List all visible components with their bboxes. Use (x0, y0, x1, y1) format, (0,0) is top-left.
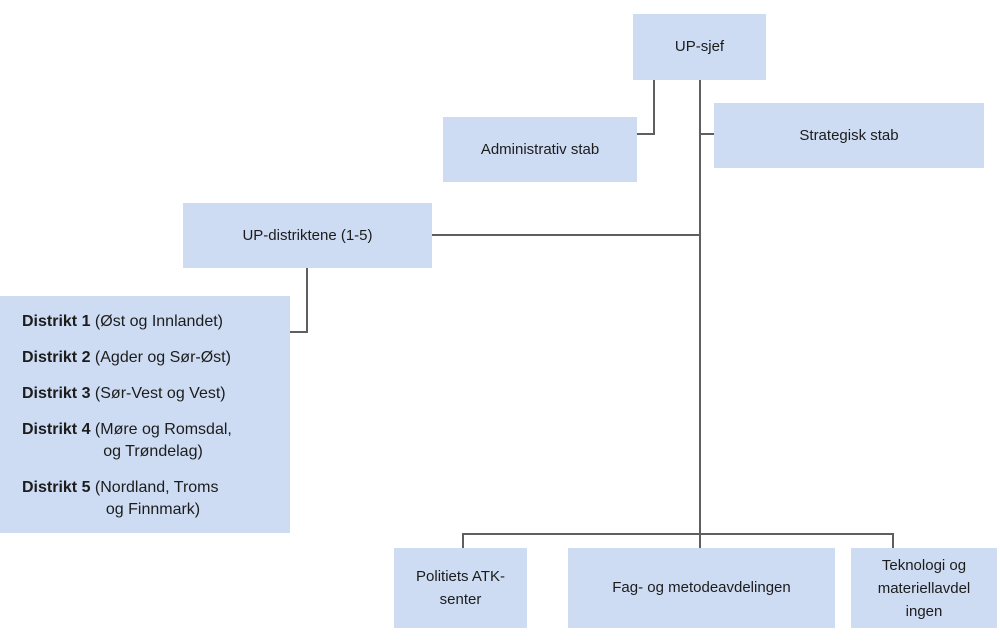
node-teknologi-line3: ingen (905, 602, 943, 620)
district-5-line2: og Finnmark) (105, 501, 201, 518)
node-teknologi-og-materiellavdelingen: Teknologi og materiellavdel ingen (851, 548, 997, 628)
district-1-region: (Øst og Innlandet) (90, 313, 223, 330)
connector-district-list-vertical (306, 268, 308, 333)
node-up-distriktene-label: UP-distriktene (1-5) (242, 226, 373, 244)
district-3-name: Distrikt 3 (22, 385, 91, 402)
node-administrativ-stab: Administrativ stab (443, 117, 637, 182)
connector-main-vertical (699, 80, 701, 548)
connector-distriktene-horizontal (432, 234, 699, 236)
district-5-name: Distrikt 5 (22, 479, 91, 496)
district-entry-1: Distrikt 1 (Øst og Innlandet) (22, 311, 284, 333)
connector-strategisk-horizontal (701, 133, 714, 135)
district-2-name: Distrikt 2 (22, 349, 91, 366)
district-entry-4: Distrikt 4 (Møre og Romsdal, og Trøndela… (22, 419, 284, 463)
district-entry-2: Distrikt 2 (Agder og Sør-Øst) (22, 347, 284, 369)
node-teknologi-line1: Teknologi og (881, 556, 967, 574)
district-entry-5: Distrikt 5 (Nordland, Troms og Finnmark) (22, 477, 284, 521)
node-politiets-atk-senter-line2: senter (439, 591, 482, 608)
node-administrativ-stab-label: Administrativ stab (480, 140, 600, 158)
district-5-line1: Distrikt 5 (Nordland, Troms (22, 477, 284, 499)
connector-district-list-horizontal (290, 331, 306, 333)
connector-upsjef-admin-horizontal (637, 133, 655, 135)
node-politiets-atk-senter-line1: Politiets ATK- (416, 568, 505, 585)
node-fag-og-metodeavdelingen: Fag- og metodeavdelingen (568, 548, 835, 628)
node-up-distriktene: UP-distriktene (1-5) (183, 203, 432, 268)
connector-upsjef-admin-vertical (653, 80, 655, 135)
node-teknologi-line2: materiellavdel (877, 579, 971, 597)
node-strategisk-stab: Strategisk stab (714, 103, 984, 168)
node-up-sjef: UP-sjef (633, 14, 766, 80)
district-list-box: Distrikt 1 (Øst og Innlandet) Distrikt 2… (0, 296, 290, 533)
connector-teknologi-stub (892, 533, 894, 548)
district-4-region: (Møre og Romsdal, (90, 421, 232, 438)
district-2-region: (Agder og Sør-Øst) (90, 349, 231, 366)
node-up-sjef-label: UP-sjef (674, 38, 725, 55)
district-4-line1: Distrikt 4 (Møre og Romsdal, (22, 419, 284, 441)
district-entry-3: Distrikt 3 (Sør-Vest og Vest) (22, 383, 284, 405)
node-strategisk-stab-label: Strategisk stab (799, 126, 899, 144)
district-5-region: (Nordland, Troms (90, 479, 219, 496)
district-1-name: Distrikt 1 (22, 313, 91, 330)
district-3-region: (Sør-Vest og Vest) (90, 385, 226, 402)
node-politiets-atk-senter: Politiets ATK- senter (394, 548, 527, 628)
node-fag-og-metodeavdelingen-label: Fag- og metodeavdelingen (612, 579, 791, 596)
connector-atk-stub (462, 533, 464, 548)
connector-bottom-horizontal (462, 533, 894, 535)
district-4-line2: og Trøndelag) (103, 443, 203, 460)
district-4-name: Distrikt 4 (22, 421, 91, 438)
